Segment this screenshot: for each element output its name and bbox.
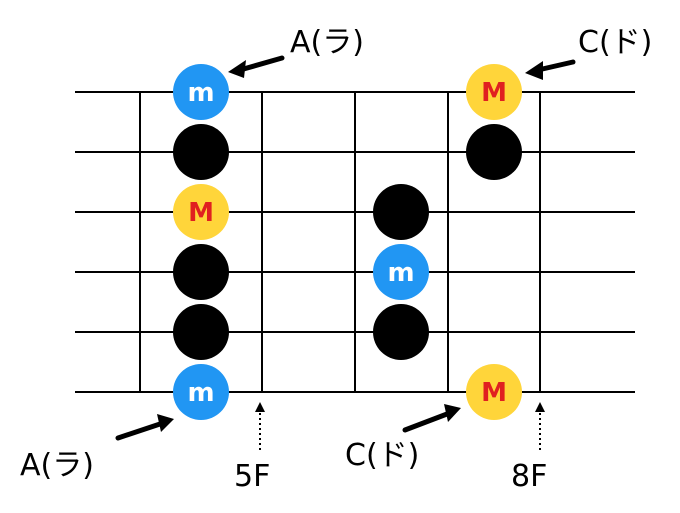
fret5-pointer — [255, 402, 265, 450]
note-label-s6-f8: M — [481, 378, 507, 408]
frets-group — [139, 92, 541, 392]
label-c-top: C(ド) — [578, 25, 652, 60]
note-label-s6-f5: m — [187, 378, 214, 408]
label-a-top: A(ラ) — [290, 25, 364, 60]
note-label-s1-f5: m — [187, 78, 214, 108]
note-dot-major-root-s6-f8 — [466, 364, 522, 420]
note-dot-scale-s5-f5 — [173, 304, 229, 360]
note-dot-scale-s2-f8 — [466, 124, 522, 180]
label-fret-8: 8F — [511, 459, 547, 494]
note-dot-scale-s4-f5 — [173, 244, 229, 300]
note-dot-minor-root-s6-f5 — [173, 364, 229, 420]
note-dot-scale-s5-f7 — [373, 304, 429, 360]
note-dot-major-root-s3-f5 — [173, 184, 229, 240]
pointer-arrow-c-top — [525, 59, 576, 80]
label-c-bottom: C(ド) — [345, 438, 419, 473]
label-fret-5: 5F — [234, 459, 270, 494]
note-dot-major-root-s1-f8 — [466, 64, 522, 120]
note-dot-minor-root-s1-f5 — [173, 64, 229, 120]
pointer-arrow-c-bottom — [402, 404, 461, 433]
fret8-pointer — [535, 402, 545, 450]
label-a-bottom: A(ラ) — [20, 448, 94, 483]
pointer-arrow-a-top — [228, 55, 285, 78]
pointer-arrow-a-bottom — [115, 414, 174, 441]
note-dot-scale-s2-f5 — [173, 124, 229, 180]
note-dot-scale-s3-f7 — [373, 184, 429, 240]
note-dot-minor-root-s4-f7 — [373, 244, 429, 300]
note-label-s1-f8: M — [481, 78, 507, 108]
note-label-s3-f5: M — [188, 198, 214, 228]
note-label-s4-f7: m — [387, 258, 414, 288]
